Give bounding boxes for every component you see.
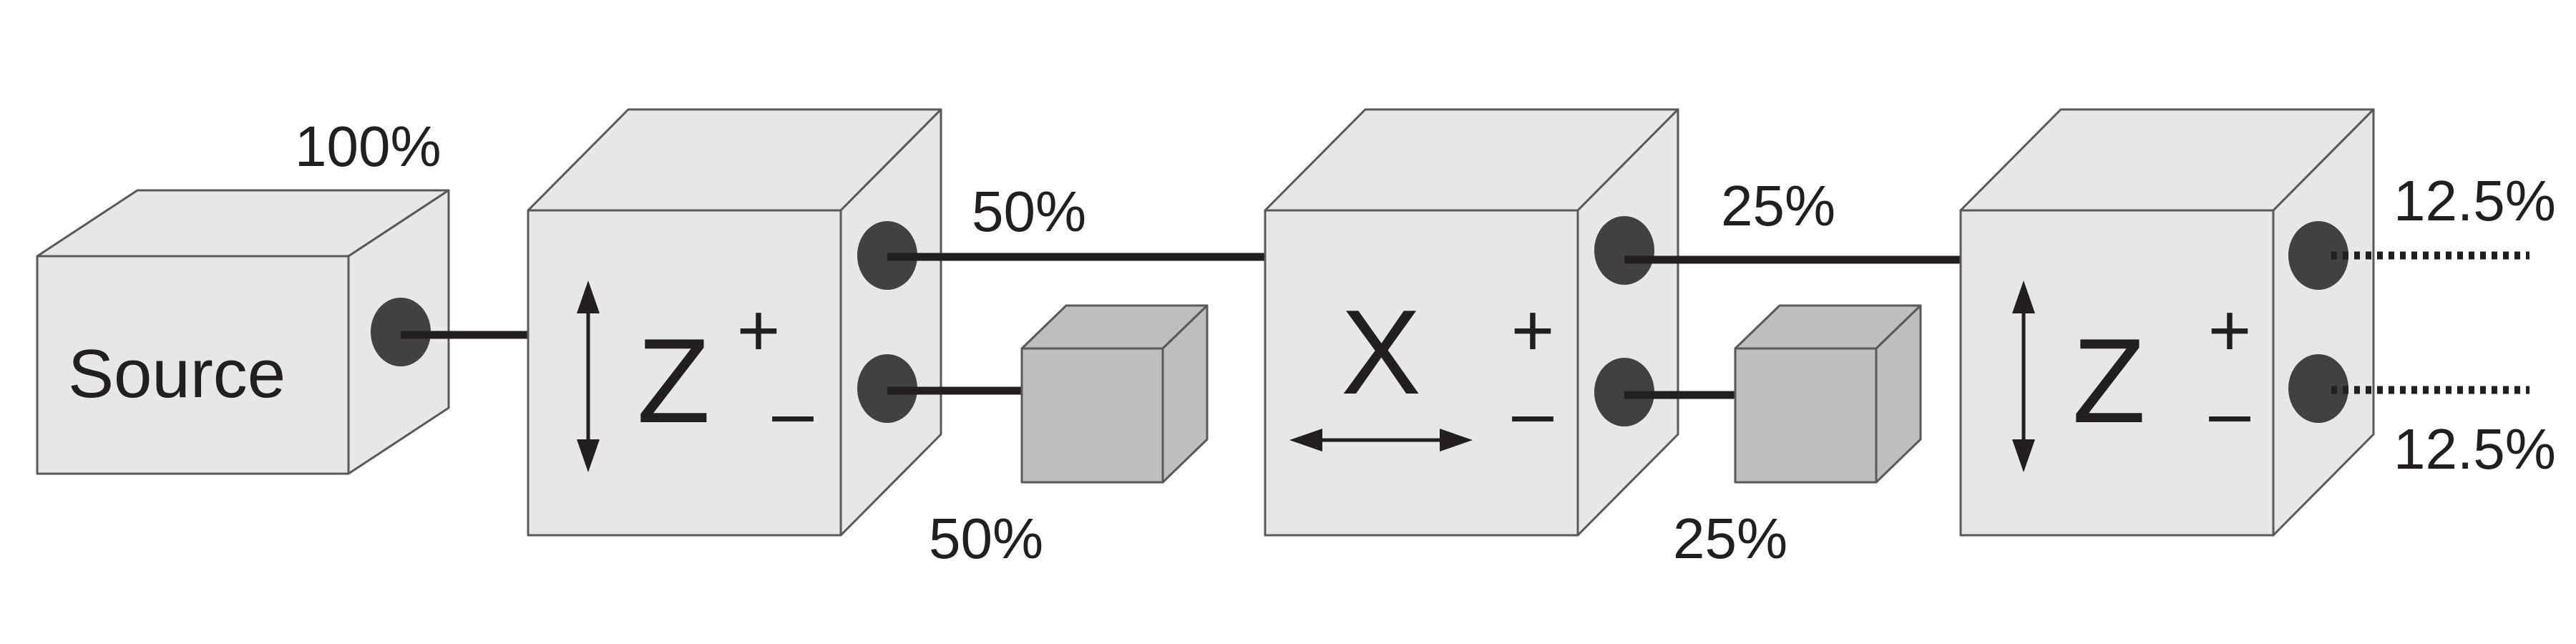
stage1-minus-label: –: [772, 371, 814, 454]
source-cube-front: [36, 255, 350, 475]
stage1-minus-percent: 50%: [929, 507, 1043, 570]
stage3-axis-label: Z: [2072, 313, 2146, 448]
stage3-plus-port: [2288, 221, 2348, 290]
stage2-cube-front: [1264, 209, 1579, 537]
vertical-double-arrow-icon: [2012, 280, 2035, 472]
stage2-plus-percent: 25%: [1721, 174, 1835, 238]
stage2-axis-label: X: [1341, 285, 1421, 419]
stage1-cube-front: [527, 209, 842, 537]
stage2-plus-label: +: [1511, 289, 1555, 372]
stage3-minus-percent: 12.5%: [2394, 417, 2556, 481]
stage2-cube: X + –: [1264, 108, 1679, 537]
source-output-percent: 100%: [295, 114, 441, 178]
stage3-plus-percent: 12.5%: [2394, 169, 2556, 233]
stage3-cube: Z + –: [1959, 108, 2375, 537]
stage2-blocker: [1734, 304, 1922, 484]
stage1-cube: Z + –: [527, 108, 942, 537]
stage1-plus-label: +: [737, 289, 781, 372]
source-cube: Source: [36, 189, 450, 475]
stage3-plus-label: +: [2208, 289, 2252, 372]
stage1-axis-label: Z: [637, 313, 711, 448]
stage1-plus-percent: 50%: [972, 180, 1086, 243]
stage3-minus-port: [2288, 354, 2348, 423]
stage3-cube-front: [1959, 209, 2275, 537]
stage2-plus-port: [1594, 216, 1654, 285]
horizontal-double-arrow-icon: [1289, 429, 1473, 452]
source-label: Source: [68, 336, 286, 412]
stage2-minus-label: –: [1512, 371, 1553, 454]
stage3-minus-label: –: [2209, 371, 2250, 454]
vertical-double-arrow-icon: [577, 280, 600, 472]
stage1-blocker: [1020, 304, 1209, 484]
stage2-minus-percent: 25%: [1673, 507, 1787, 570]
